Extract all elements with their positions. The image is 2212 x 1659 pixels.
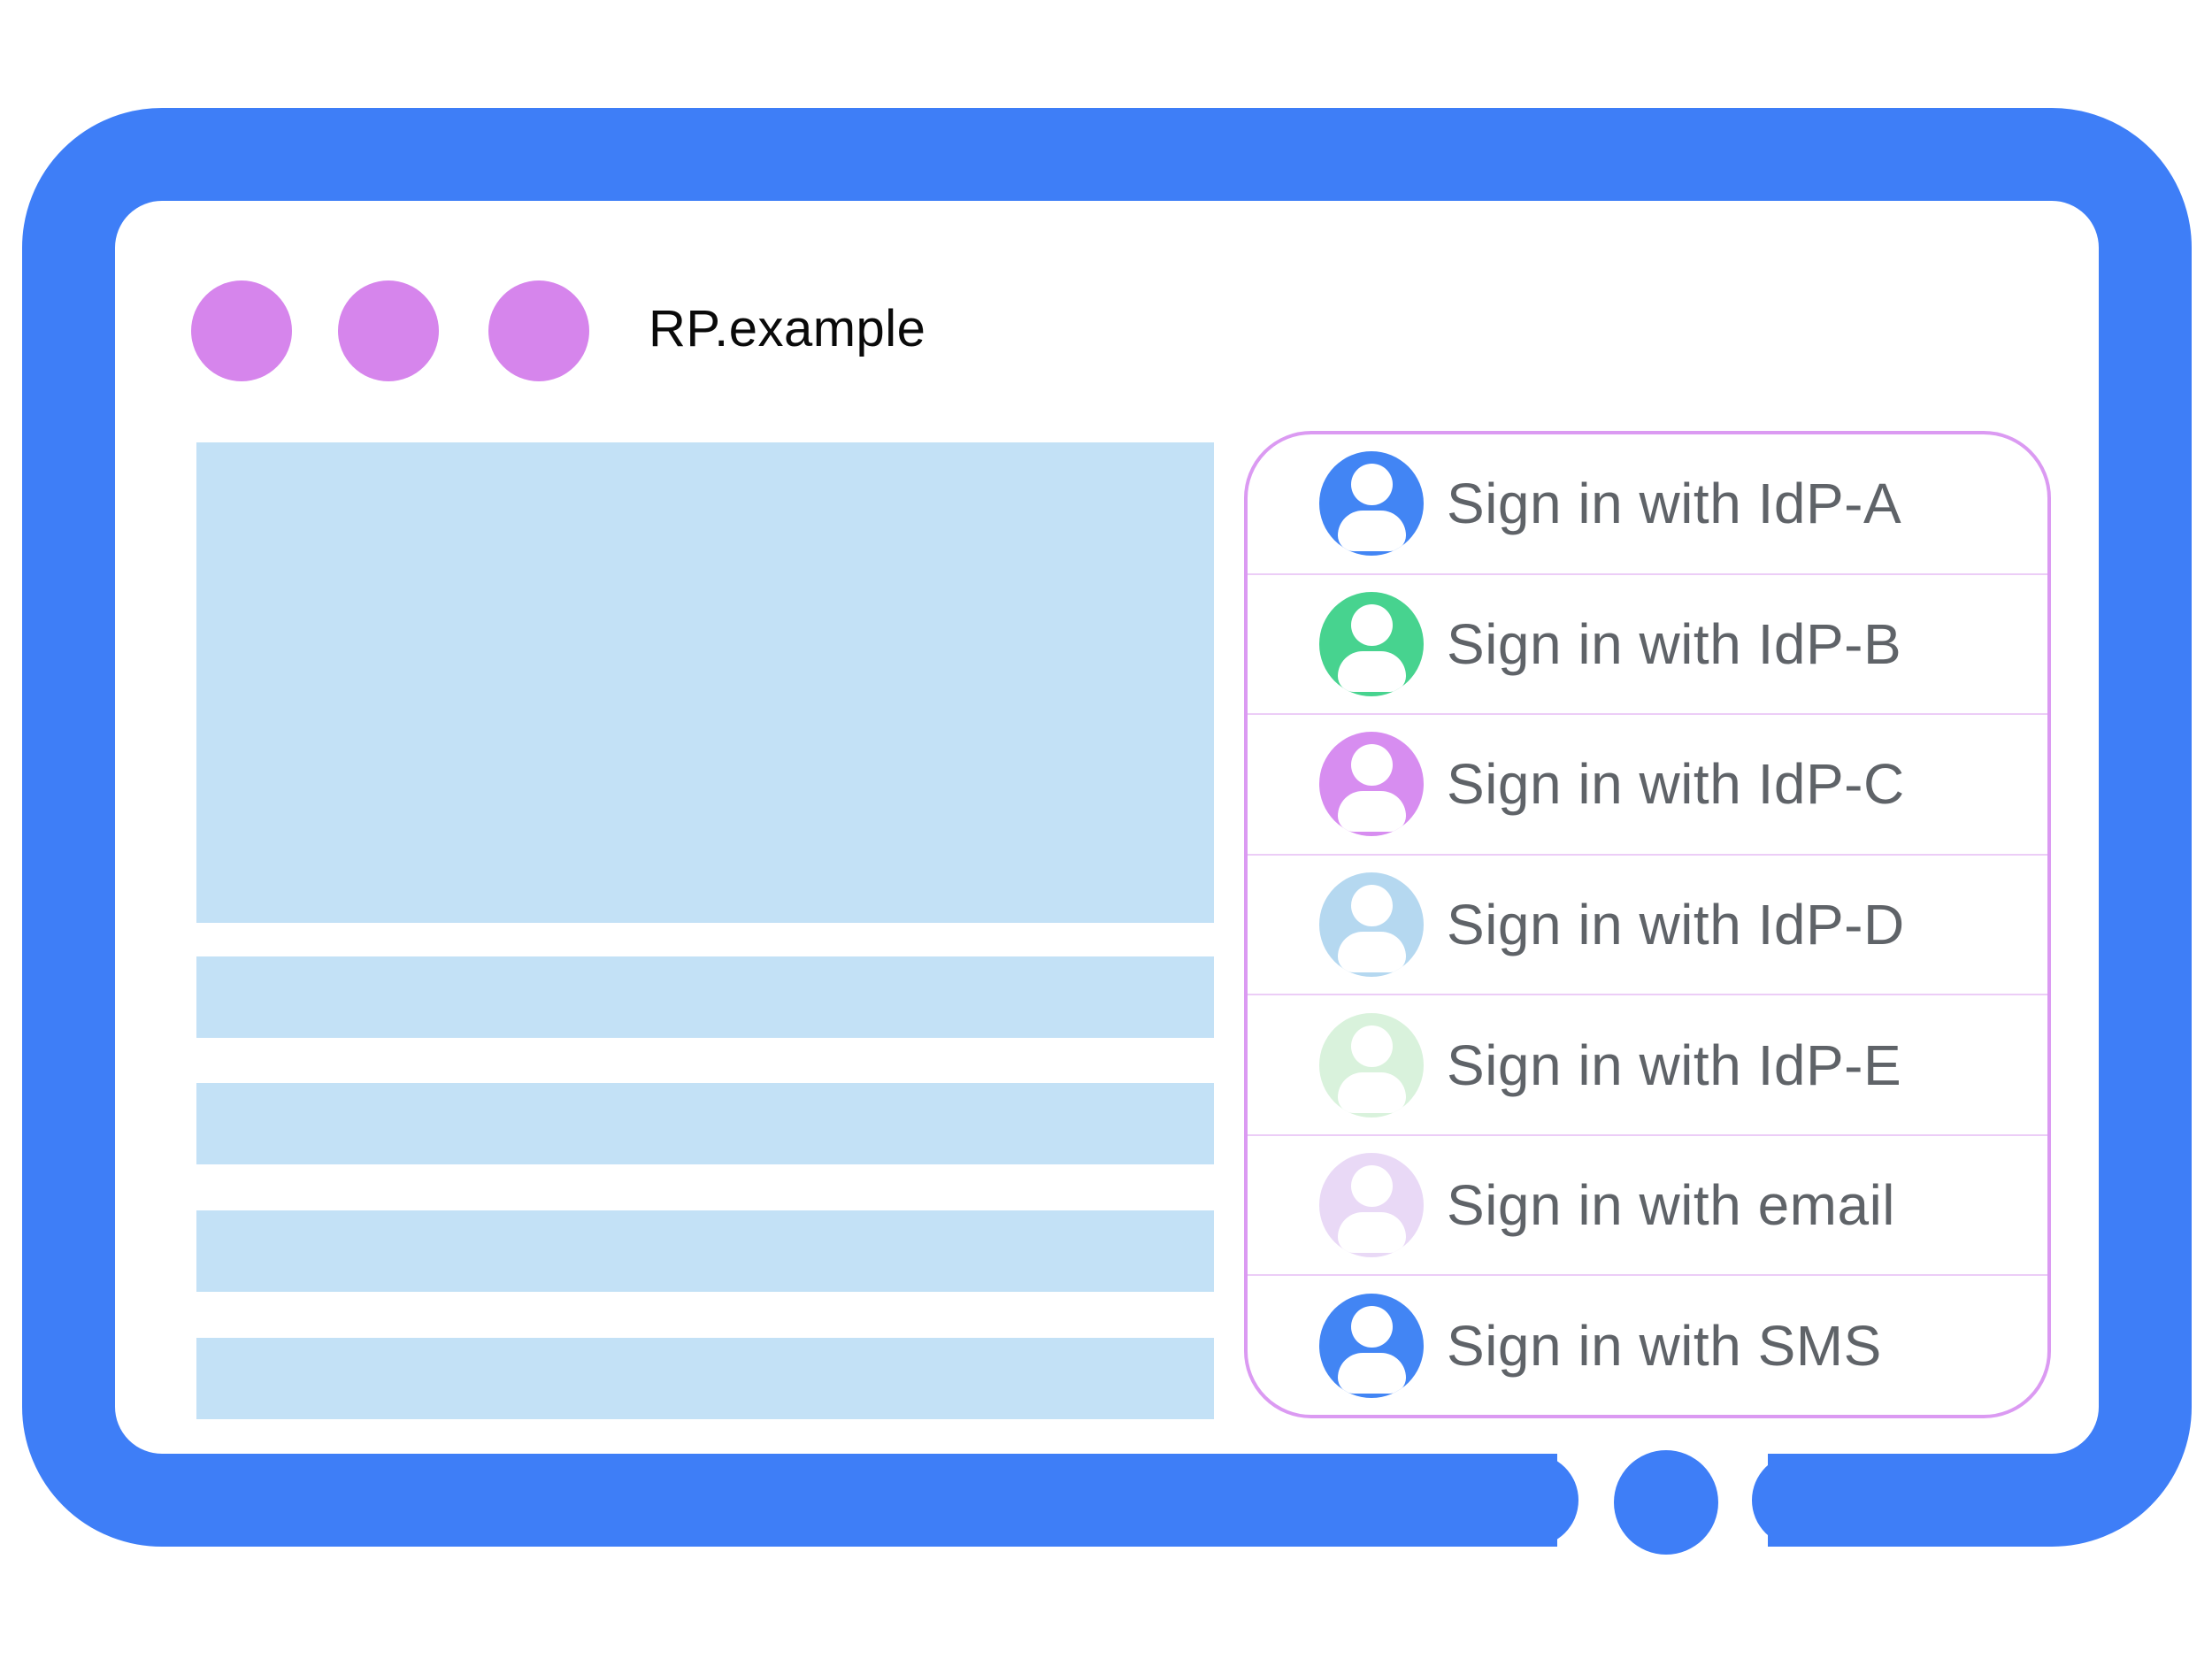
signin-option-label: Sign in with SMS — [1447, 1313, 1882, 1378]
content-placeholder-line — [196, 1083, 1214, 1164]
signin-option-label: Sign in with IdP-A — [1447, 472, 1902, 536]
signin-option-idp-e[interactable]: Sign in with IdP-E — [1248, 994, 2047, 1134]
user-avatar-icon — [1319, 1153, 1424, 1258]
page-title: RP.example — [649, 300, 926, 357]
signin-option-label: Sign in with IdP-B — [1447, 611, 1902, 676]
signin-option-idp-d[interactable]: Sign in with IdP-D — [1248, 853, 2047, 995]
user-avatar-icon — [1319, 451, 1424, 557]
content-placeholder-hero — [196, 442, 1214, 923]
window-dot-icon — [488, 280, 589, 381]
signin-option-label: Sign in with IdP-C — [1447, 752, 1905, 817]
content-placeholder-line — [196, 1338, 1214, 1419]
signin-option-idp-a[interactable]: Sign in with IdP-A — [1248, 434, 2047, 573]
home-button[interactable] — [1614, 1450, 1718, 1555]
signin-option-idp-c[interactable]: Sign in with IdP-C — [1248, 713, 2047, 854]
user-avatar-icon — [1319, 1293, 1424, 1398]
signin-option-label: Sign in with email — [1447, 1173, 1895, 1238]
window-dot-icon — [338, 280, 439, 381]
signin-panel: Sign in with IdP-A Sign in with IdP-B Si… — [1244, 431, 2051, 1418]
signin-option-idp-b[interactable]: Sign in with IdP-B — [1248, 572, 2047, 714]
user-avatar-icon — [1319, 591, 1424, 696]
bezel-bar-right-cap — [1752, 1454, 1867, 1547]
signin-option-label: Sign in with IdP-E — [1447, 1033, 1902, 1097]
signin-option-label: Sign in with IdP-D — [1447, 893, 1905, 957]
window-dot-icon — [191, 280, 292, 381]
user-avatar-icon — [1319, 1012, 1424, 1118]
content-placeholder-line — [196, 956, 1214, 1038]
signin-option-email[interactable]: Sign in with email — [1248, 1133, 2047, 1275]
signin-option-sms[interactable]: Sign in with SMS — [1248, 1274, 2047, 1415]
content-placeholder-line — [196, 1210, 1214, 1292]
user-avatar-icon — [1319, 732, 1424, 837]
user-avatar-icon — [1319, 872, 1424, 978]
bezel-bar-left-cap — [1463, 1454, 1578, 1547]
